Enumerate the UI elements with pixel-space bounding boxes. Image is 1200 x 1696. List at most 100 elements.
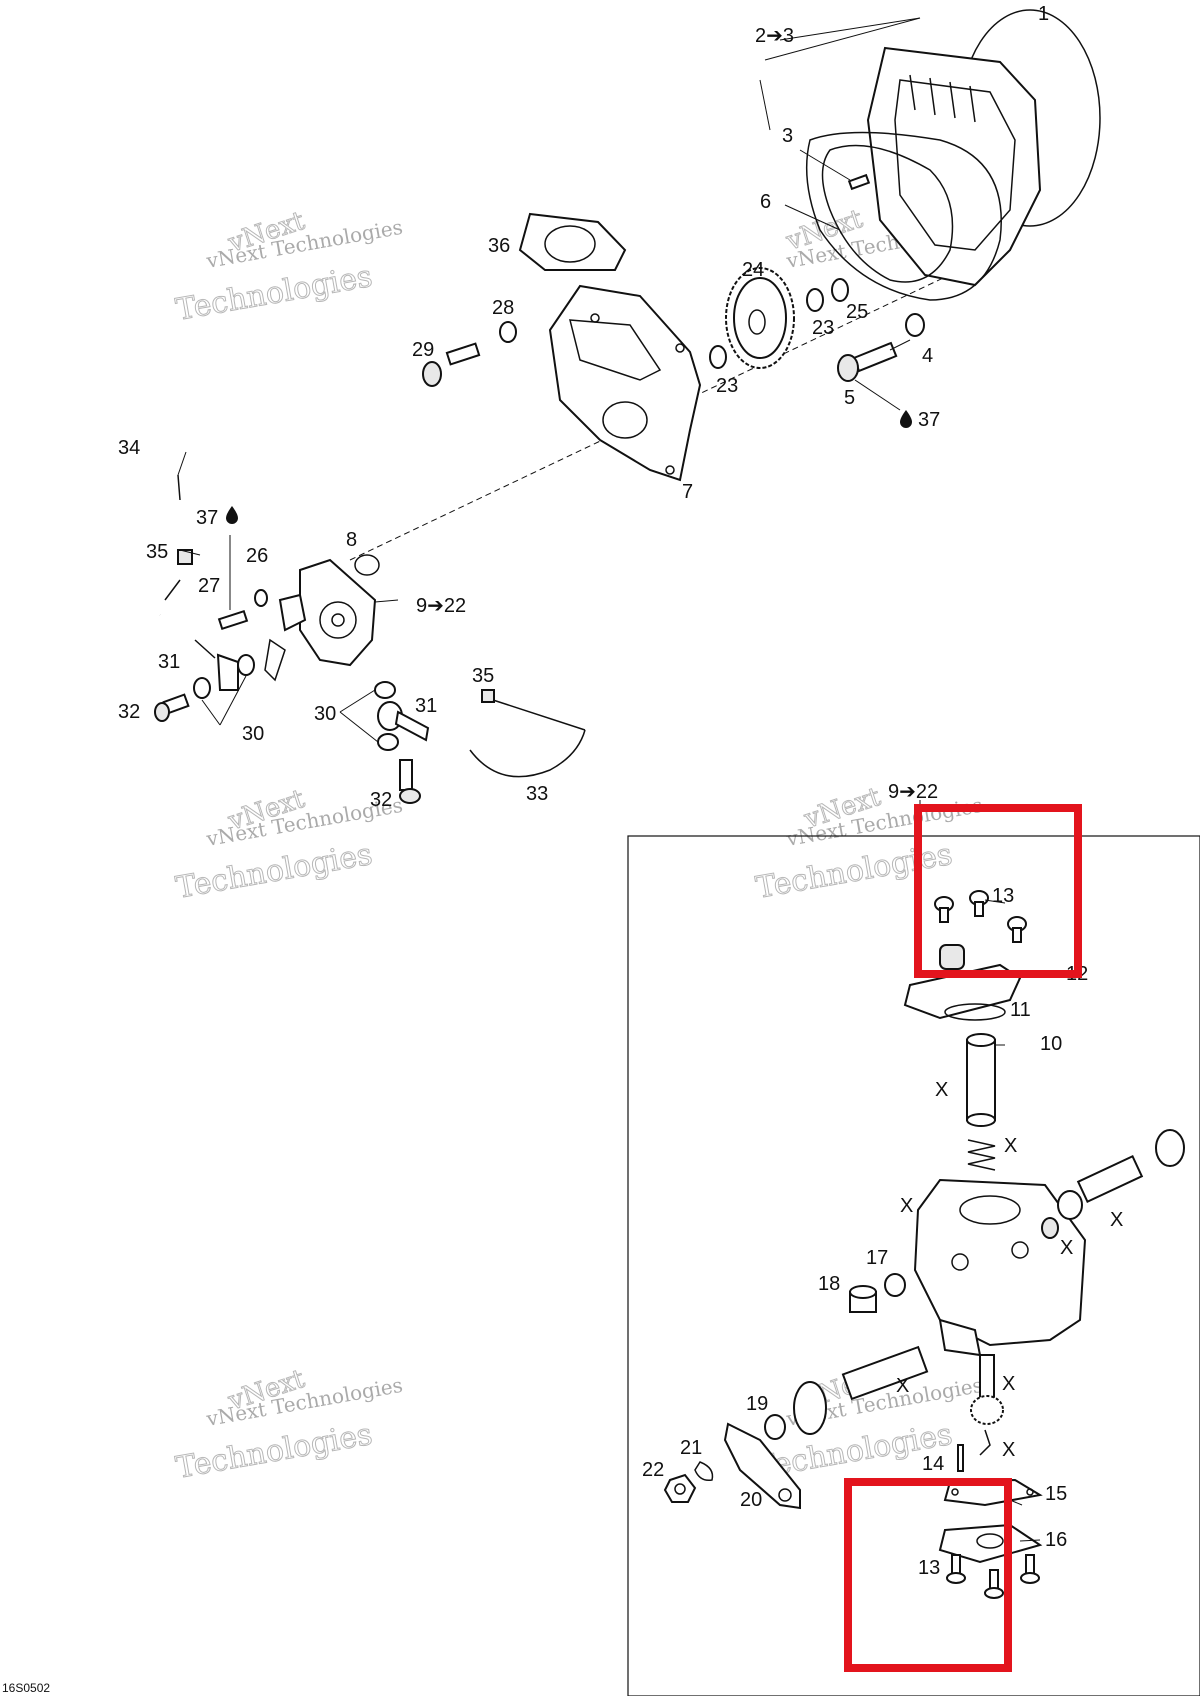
callout-27: 27 <box>198 575 220 597</box>
part-19-washer <box>764 1414 786 1440</box>
part-20-lever <box>723 1422 801 1510</box>
callout-22: 22 <box>642 1459 664 1481</box>
part-26-washer <box>254 589 268 607</box>
part-31-fitting <box>377 701 430 742</box>
callout-32: 32 <box>370 789 392 811</box>
regulator-spool <box>1041 1129 1185 1239</box>
callout-15: 15 <box>1045 1483 1067 1505</box>
watermark-outline: Technologies <box>173 1417 375 1486</box>
callout-6: 6 <box>760 191 771 213</box>
part-28-washer <box>499 321 517 343</box>
callout-35: 35 <box>146 541 168 563</box>
callout-1: 1 <box>1038 3 1049 25</box>
callouts: 1 2➔3 3 6 36 24 23 25 28 29 23 4 5 37 34… <box>118 3 1123 1579</box>
callout-26: 26 <box>246 545 268 567</box>
part-2-cover <box>866 46 1042 287</box>
watermark-outline: Technologies <box>173 259 375 328</box>
part-18-plug <box>849 1285 877 1313</box>
part-14-pin <box>957 1444 964 1472</box>
part-6-seal-ring <box>805 131 1002 301</box>
watermark-outline: Technologies <box>753 837 955 906</box>
part-21-clip <box>694 1461 714 1482</box>
callout-37: 37 <box>196 507 218 529</box>
watermark: vNext vNext Technologies Technologies <box>173 205 405 328</box>
callout-16: 16 <box>1045 1529 1067 1551</box>
spring <box>967 1139 996 1171</box>
callout-35: 35 <box>472 665 494 687</box>
part-3-pin <box>847 173 871 191</box>
part-25-washer <box>831 278 849 302</box>
part-12-cover <box>903 944 1022 1020</box>
part-7-housing <box>548 284 702 482</box>
watermark: vNext vNext Technologies Technologies <box>753 781 985 906</box>
callout-4: 4 <box>922 345 933 367</box>
part-35-clamp <box>177 549 193 565</box>
rotor-shaft <box>793 1345 929 1435</box>
callout-x: X <box>1110 1209 1123 1231</box>
part-9-22-oil-pump <box>264 558 377 682</box>
callout-29: 29 <box>412 339 434 361</box>
part-30-washer <box>374 681 396 699</box>
callout-25: 25 <box>846 301 868 323</box>
callout-21: 21 <box>680 1437 702 1459</box>
part-30-washer <box>193 677 211 699</box>
callout-2-3: 2➔3 <box>755 25 794 47</box>
callout-x: X <box>896 1375 909 1397</box>
assembly-axis-line <box>349 269 961 561</box>
callout-18: 18 <box>818 1273 840 1295</box>
callout-x: X <box>900 1195 913 1217</box>
callout-8: 8 <box>346 529 357 551</box>
part-4-washer <box>905 313 925 337</box>
drive-shaft <box>970 1354 1004 1456</box>
highlight-box-screws-13-bottom <box>844 1478 1012 1672</box>
callout-x: X <box>1002 1439 1015 1461</box>
callout-10: 10 <box>1040 1033 1062 1055</box>
callout-37: 37 <box>918 409 940 431</box>
part-22-nut <box>663 1473 697 1503</box>
callout-11: 11 <box>1010 999 1031 1021</box>
callout-23: 23 <box>716 375 738 397</box>
callout-33: 33 <box>526 783 548 805</box>
callout-19: 19 <box>746 1393 768 1415</box>
part-24-gear <box>725 267 795 369</box>
callout-17: 17 <box>866 1247 888 1269</box>
part-23-washer <box>806 288 824 312</box>
part-13-screw <box>934 890 1027 943</box>
oil-drop-icon <box>226 506 238 524</box>
callout-x: X <box>1004 1135 1017 1157</box>
callout-5: 5 <box>844 387 855 409</box>
watermark-outline: Technologies <box>173 837 375 906</box>
part-11-o-ring <box>944 1003 1006 1021</box>
callout-x: X <box>1060 1237 1073 1259</box>
callout-9-22: 9➔22 <box>416 595 466 617</box>
callout-32: 32 <box>118 701 140 723</box>
callout-x: X <box>1002 1373 1015 1395</box>
part-31-fitting <box>194 639 239 691</box>
part-32-banjo-bolt <box>154 693 190 722</box>
part-33-tube <box>469 729 586 778</box>
leader-lines <box>177 17 1041 1542</box>
part-36-gasket <box>518 212 627 271</box>
callout-31: 31 <box>158 651 180 673</box>
callout-30: 30 <box>242 723 264 745</box>
callout-28: 28 <box>492 297 514 319</box>
part-23-washer <box>709 345 727 369</box>
highlight-box-screws-13-top <box>914 804 1082 978</box>
callout-20: 20 <box>740 1489 762 1511</box>
part-32-banjo-bolt <box>399 759 421 804</box>
callout-9-22-inset: 9➔22 <box>888 781 938 803</box>
callout-23: 23 <box>812 317 834 339</box>
part-6-seal <box>821 144 954 283</box>
part-17-washer <box>884 1273 906 1297</box>
part-35-clamp <box>481 689 495 703</box>
part-30-washer <box>377 733 399 751</box>
part-8-o-ring <box>354 554 380 576</box>
callout-34: 34 <box>118 437 140 459</box>
part-27-screw <box>217 609 249 631</box>
callout-14: 14 <box>922 1453 944 1475</box>
callout-7: 7 <box>682 481 693 503</box>
part-30-washer <box>237 654 255 676</box>
part-13-screw <box>946 1554 1040 1599</box>
part-29-bolt <box>422 342 481 387</box>
